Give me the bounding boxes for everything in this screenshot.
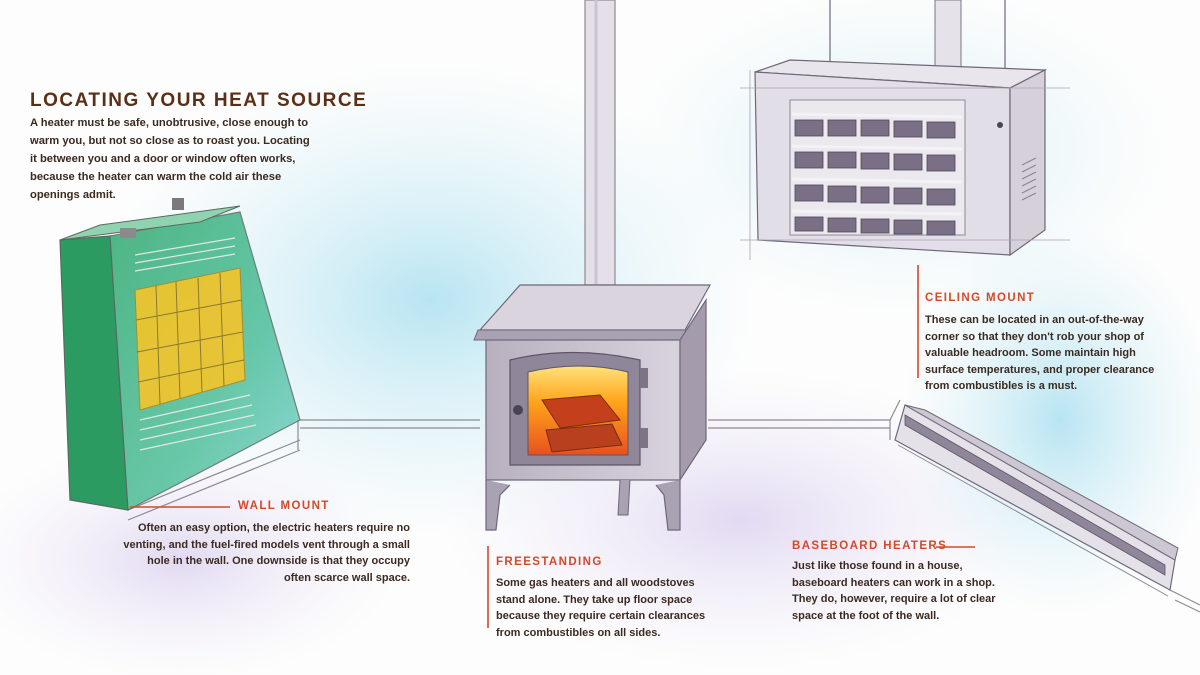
room-outline (127, 399, 1200, 613)
baseboard-heaters-description: Just like those found in a house, basebo… (792, 560, 996, 622)
ceiling-mount-label: CEILING MOUNT (925, 292, 1036, 304)
page-title: LOCATING YOUR HEAT SOURCE (30, 90, 368, 111)
ceiling-mount-heater (740, 0, 1070, 260)
callout-lines (130, 265, 975, 628)
wall-mount-label: WALL MOUNT (238, 500, 330, 512)
wall-mount-description: Often an easy option, the electric heate… (123, 522, 410, 584)
freestanding-woodstove (473, 0, 712, 531)
freestanding-label: FREESTANDING (496, 556, 603, 568)
baseboard-heaters-label: BASEBOARD HEATERS (792, 540, 948, 552)
freestanding-description: Some gas heaters and all woodstoves stan… (496, 577, 706, 639)
baseboard-heater (894, 404, 1179, 597)
wall-mount-heater (59, 198, 301, 511)
intro-paragraph: A heater must be safe, unobtrusive, clos… (30, 117, 310, 201)
ceiling-mount-description: These can be located in an out-of-the-wa… (925, 314, 1155, 392)
